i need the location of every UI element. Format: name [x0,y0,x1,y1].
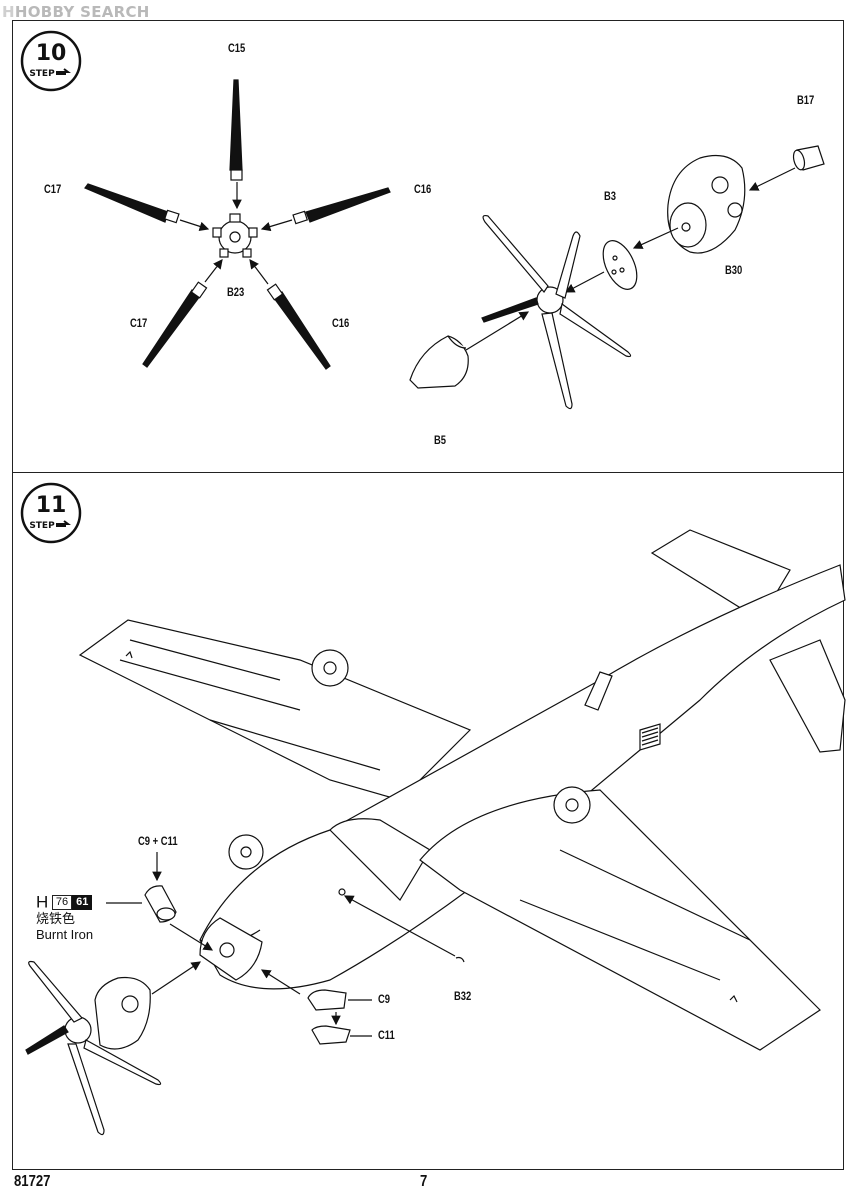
cowl-part [94,976,151,1050]
step10-arrow-icon [56,68,71,75]
exhaust-c11-part [311,1025,351,1045]
label-c16-lower: C16 [332,318,350,330]
blade-c17-upper-part [84,183,169,223]
right-wing [419,789,821,1051]
label-b32: B32 [454,991,472,1003]
step10-word: STEP [29,69,55,79]
label-b30: B30 [725,265,743,277]
label-b5: B5 [434,435,447,447]
step10-blade-assembly [84,79,391,370]
blade-c16-lower-part [273,291,331,370]
blade-c17-lower-part [142,289,201,368]
label-c9: C9 [378,994,391,1006]
step11-badge: 11 STEP [20,482,82,544]
paint-code-acrylic: 61 [72,895,93,911]
horizontal-tail [650,529,791,621]
label-c11: C11 [378,1030,395,1042]
label-b23: B23 [227,287,245,299]
watermark-logo: H [2,3,15,21]
label-c15: C15 [228,43,246,55]
blade-c16-upper-part [305,187,391,223]
fuselage [199,564,846,990]
page-number: 7 [420,1173,428,1190]
antenna [584,671,613,711]
paint-name-cn: 烧铁色 [36,910,76,926]
blade-c15-part [229,79,243,171]
spinner-part [64,1016,92,1044]
label-c9-c11: C9 + C11 [138,836,178,848]
exhaust-c9-part [307,989,347,1011]
label-c16-upper: C16 [414,184,432,196]
right-tailplane [769,639,846,753]
step11-word: STEP [29,521,55,531]
watermark: HHOBBY SEARCH [2,3,150,21]
left-wing [78,619,472,801]
paint-code-hobby: 76 [51,895,73,911]
step10-spinner-assembly [409,145,825,410]
step11-number: 11 [36,493,67,518]
step11-parts [25,852,465,1136]
step-divider [12,472,844,473]
paint-name-en: Burnt Iron [36,926,94,942]
watermark-text: HOBBY SEARCH [14,3,150,21]
step10-number: 10 [36,41,67,66]
label-b3: B3 [604,191,617,203]
label-c17-upper: C17 [44,184,62,196]
paint-prefix: H [36,892,49,912]
step11-arrow-icon [56,520,71,527]
step10-badge: 10 STEP [20,30,82,92]
part-b3 [602,240,638,290]
product-code: 81727 [14,1173,51,1190]
label-b17: B17 [797,95,815,107]
label-c17-lower: C17 [130,318,148,330]
step11-aircraft [78,529,846,1051]
